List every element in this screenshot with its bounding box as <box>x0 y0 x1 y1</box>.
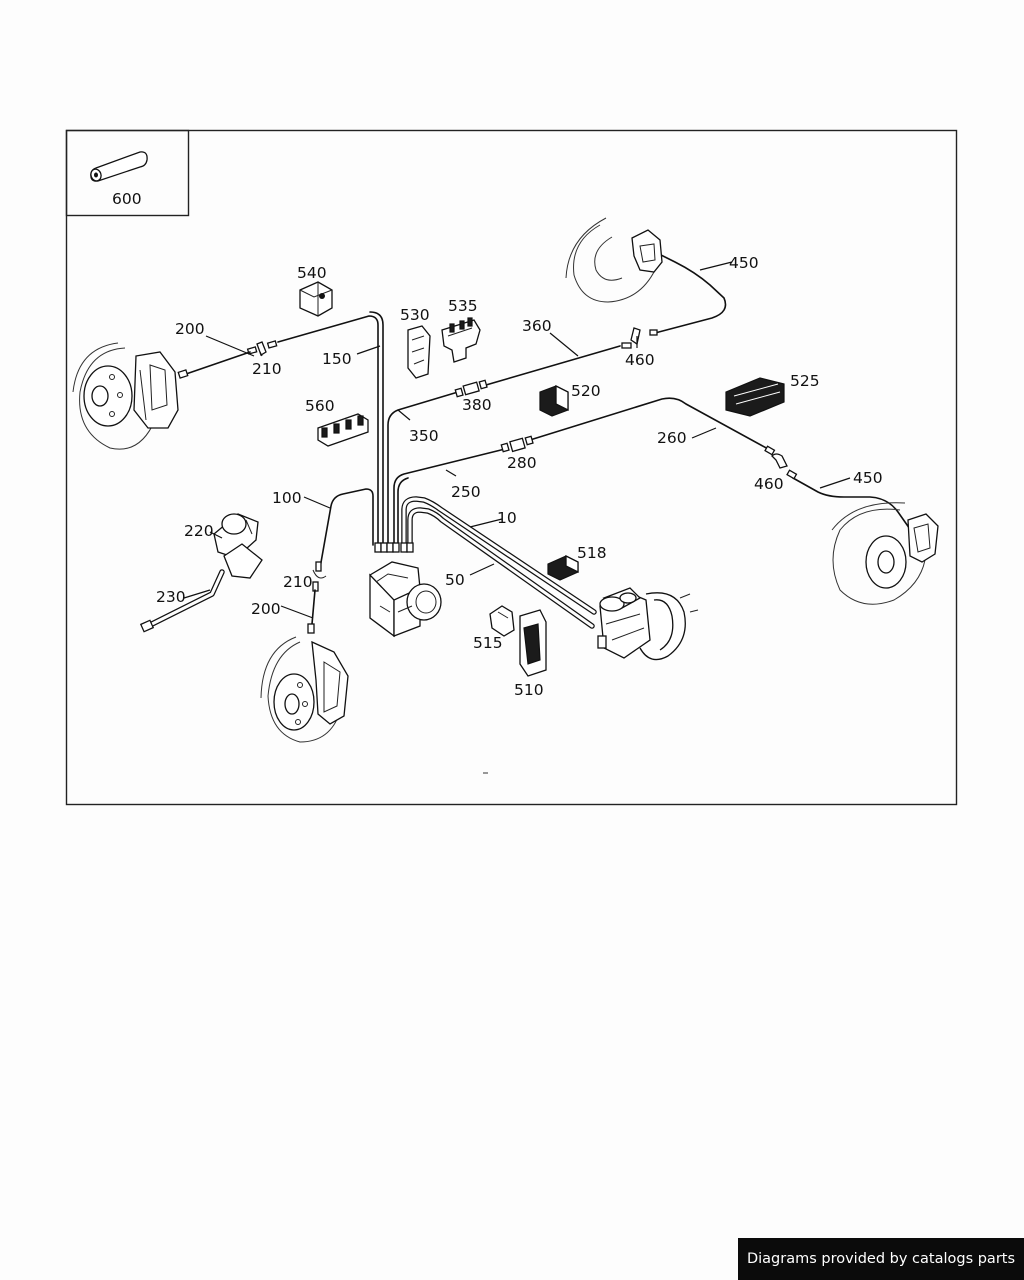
label-380: 380 <box>462 396 492 414</box>
label-230: 230 <box>156 588 186 606</box>
label-10: 10 <box>497 509 517 527</box>
rear-brake-disc-right[interactable] <box>831 502 939 605</box>
rear-brake-disc-top[interactable] <box>565 217 663 303</box>
label-460-top: 460 <box>625 351 655 369</box>
abs-port-fittings <box>374 542 414 553</box>
label-540: 540 <box>297 264 327 282</box>
holder-540[interactable] <box>299 281 333 317</box>
clip-210-left[interactable] <box>246 340 278 356</box>
label-210-bottom: 210 <box>283 573 313 591</box>
brake-line-350[interactable] <box>387 391 459 546</box>
clip-210-bottom[interactable] <box>312 561 327 592</box>
brake-line-450-right[interactable] <box>792 477 913 533</box>
clip-535[interactable] <box>441 317 481 363</box>
label-530: 530 <box>400 306 430 324</box>
leader-lines <box>183 261 851 619</box>
brake-line-450-top[interactable] <box>654 251 727 334</box>
inset-frame <box>65 129 190 217</box>
master-cylinder-booster[interactable] <box>597 587 699 661</box>
brake-line-200-bottom[interactable] <box>311 589 316 625</box>
label-350: 350 <box>409 427 439 445</box>
holder-518[interactable] <box>547 554 579 581</box>
label-150: 150 <box>322 350 352 368</box>
label-525: 525 <box>790 372 820 390</box>
label-518: 518 <box>577 544 607 562</box>
label-535: 535 <box>448 297 478 315</box>
bracket-515[interactable] <box>489 605 515 637</box>
label-360: 360 <box>522 317 552 335</box>
diagram-frame <box>65 129 958 806</box>
sleeve-part-600[interactable] <box>89 151 148 182</box>
label-600: 600 <box>112 190 142 208</box>
label-100: 100 <box>272 489 302 507</box>
bracket-460-right[interactable] <box>764 445 798 480</box>
clip-block-525[interactable] <box>725 377 785 417</box>
label-260: 260 <box>657 429 687 447</box>
brake-line-250[interactable] <box>393 448 506 546</box>
label-460-right: 460 <box>754 475 784 493</box>
bracket-460-top[interactable] <box>621 327 658 349</box>
label-560: 560 <box>305 397 335 415</box>
bracket-510[interactable] <box>519 609 547 677</box>
label-200-left: 200 <box>175 320 205 338</box>
brake-line-100[interactable] <box>319 488 374 569</box>
brake-line-150-b <box>369 311 384 546</box>
brake-line-200-left[interactable] <box>185 351 251 375</box>
clip-530[interactable] <box>407 325 431 379</box>
label-280: 280 <box>507 454 537 472</box>
label-515: 515 <box>473 634 503 652</box>
label-220: 220 <box>184 522 214 540</box>
label-520: 520 <box>571 382 601 400</box>
lower-brake-disc[interactable] <box>260 636 349 743</box>
holder-520[interactable] <box>539 384 569 417</box>
label-450-top: 450 <box>729 254 759 272</box>
label-450-right: 450 <box>853 469 883 487</box>
footer-credit-text: Diagrams provided by catalogs parts <box>746 1251 1016 1267</box>
label-250: 250 <box>451 483 481 501</box>
footer-credit-badge: Diagrams provided by catalogs parts <box>738 1238 1024 1280</box>
label-50: 50 <box>445 571 465 589</box>
brake-line-150[interactable] <box>277 315 379 546</box>
left-brake-disc[interactable] <box>72 342 179 450</box>
label-210-left: 210 <box>252 360 282 378</box>
connector-280[interactable] <box>500 435 534 453</box>
sensor-bracket-220[interactable] <box>213 513 263 579</box>
clip-strip-560[interactable] <box>317 413 369 447</box>
brake-line-260[interactable] <box>529 397 771 451</box>
brake-line-360[interactable] <box>485 345 621 386</box>
label-510: 510 <box>514 681 544 699</box>
abs-hydraulic-unit[interactable] <box>369 561 442 638</box>
connector-380[interactable] <box>454 379 488 398</box>
brake-line-250-b <box>397 477 409 546</box>
label-200-bottom: 200 <box>251 600 281 618</box>
